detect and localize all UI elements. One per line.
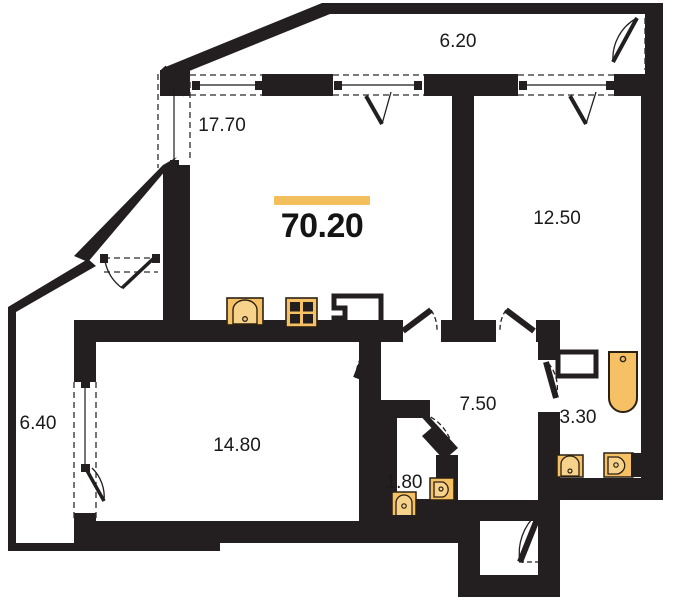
bathroom-sink-icon	[556, 454, 584, 478]
door-kitchen-hall-leaf	[353, 340, 373, 380]
frame-e	[519, 81, 527, 90]
wc-toilet-icon	[391, 491, 417, 523]
door-bedroom-hall-leaf	[504, 307, 536, 334]
wall-hall-right-lower	[538, 440, 560, 520]
room-label-bathroom: 3.30	[559, 407, 597, 428]
door-bathroom-leaf	[543, 361, 559, 399]
niche-kitchen	[331, 293, 384, 333]
door-window-right-leaf	[568, 95, 588, 125]
total-area-value: 70.20	[280, 207, 364, 245]
wall-hall-top-mid	[441, 320, 496, 342]
kitchen-stove-icon	[285, 297, 318, 328]
door-window-right-arc	[585, 91, 597, 125]
wall-kitchen-hall-vertical	[359, 342, 381, 400]
frame-k	[152, 254, 160, 263]
fixture-group	[226, 297, 643, 523]
kitchen-sink-icon	[226, 297, 264, 326]
frame-h	[81, 380, 90, 388]
door-balcony-right-leaf	[611, 17, 639, 63]
door-living-left-arc	[104, 260, 123, 289]
door-balcony-right-arc	[612, 17, 638, 63]
window-frame-group	[81, 81, 614, 472]
wall-kitchen-top	[74, 320, 333, 382]
door-wc-arc	[423, 413, 453, 447]
wall-vestibule-right	[538, 500, 560, 597]
room-label-balcony-top: 6.20	[439, 31, 477, 52]
window-group	[73, 18, 646, 519]
wc-sink-icon	[429, 477, 455, 501]
window-mullion-group	[84, 84, 608, 468]
frame-a	[192, 81, 200, 90]
door-kitchen-left-leaf	[83, 466, 106, 502]
total-area-accent-bar	[274, 196, 370, 205]
door-living-hall-leaf	[401, 307, 433, 334]
door-kitchen-hall-arc	[355, 347, 370, 379]
room-label-wc: 1.80	[385, 472, 423, 493]
door-kitchen-left-arc	[91, 467, 105, 502]
wall-kitchen-bottom	[74, 521, 460, 543]
door-bathroom-arc	[548, 363, 559, 399]
frame-c	[334, 81, 342, 90]
wall-balcony-top	[163, 3, 663, 76]
wall-hall-top-left	[381, 320, 403, 342]
wall-vestibule-bottom	[458, 575, 560, 597]
niche-group	[331, 293, 599, 379]
wall-top-left-segment	[262, 74, 333, 96]
niche-bathroom	[555, 349, 599, 379]
door-living-hall-arc	[430, 309, 438, 331]
room-label-kitchen: 14.80	[213, 435, 261, 456]
door-entry-arc	[518, 513, 538, 563]
wall-left-angled-upper	[163, 165, 190, 338]
wall-bathroom-bottom	[538, 478, 663, 500]
frame-d	[414, 81, 422, 90]
door-window-left-arc	[381, 91, 392, 125]
frame-b	[255, 81, 263, 90]
door-living-left-leaf	[120, 256, 156, 290]
wall-wc-niche	[381, 400, 397, 470]
wall-living-bedroom	[452, 84, 474, 330]
wall-wc-right-upper	[422, 424, 458, 460]
door-group	[83, 17, 639, 564]
door-balcony-top-left-leaf	[160, 65, 189, 97]
frame-j	[100, 254, 108, 263]
wall-vestibule-left	[458, 521, 480, 590]
door-window-left-leaf	[364, 95, 384, 125]
door-wc-leaf	[418, 409, 455, 449]
room-label-balcony-left: 6.40	[19, 413, 57, 434]
door-bedroom-hall-arc	[499, 309, 507, 331]
wall-left-angled-diag	[74, 157, 177, 262]
room-label-hallway: 7.50	[459, 394, 497, 415]
frame-f	[606, 81, 614, 90]
wall-right-exterior	[641, 74, 663, 500]
total-area-badge: 70.20	[274, 196, 370, 243]
room-label-bedroom: 12.50	[533, 208, 581, 229]
frame-g	[170, 160, 179, 168]
bathroom-toilet-icon	[603, 452, 643, 478]
room-label-living-room: 17.70	[198, 115, 246, 136]
bathtub-icon	[608, 351, 638, 413]
wall-group	[8, 3, 663, 597]
door-entry-leaf	[517, 510, 543, 564]
wall-hall-bathroom-upper	[538, 330, 560, 360]
